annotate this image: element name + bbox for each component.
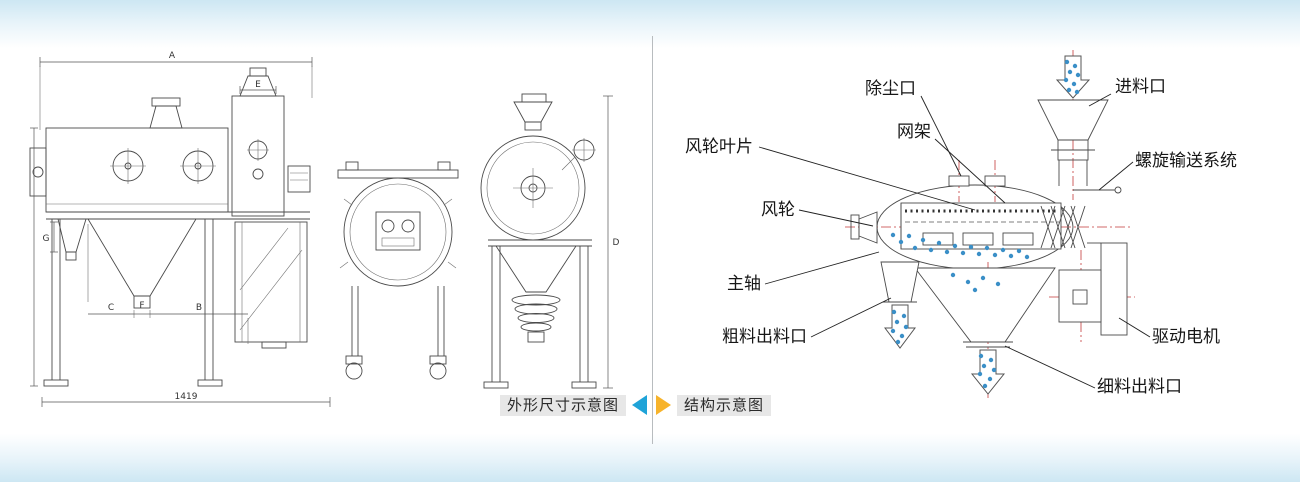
panel-divider [652, 36, 653, 444]
label-impeller: 风轮 [761, 200, 795, 219]
structure-labels: 除尘口 进料口 风轮叶片 网架 螺旋输送系统 风轮 主轴 粗料出料口 驱动电机 … [685, 77, 1237, 396]
svg-text:D: D [613, 238, 620, 248]
label-coarse-outlet: 粗料出料口 [722, 327, 807, 346]
caption-structure: 结构示意图 [656, 394, 772, 416]
label-dust-port: 除尘口 [865, 79, 916, 98]
coarse-outlet-chute [880, 261, 920, 303]
fine-outlet-cone [914, 267, 1056, 348]
svg-text:1419: 1419 [175, 392, 198, 402]
caption-left-text: 外形尺寸示意图 [499, 394, 626, 416]
label-mesh-frame: 网架 [897, 122, 931, 141]
shaft-nose [858, 211, 878, 244]
coarse-arrow [884, 304, 916, 349]
outline-dimension-panel: A [29, 51, 647, 416]
label-fine-outlet: 细料出料口 [1097, 377, 1182, 396]
label-screw-conveyor: 螺旋输送系统 [1135, 151, 1237, 170]
mesh-frame-segment [962, 232, 994, 246]
dim-1419: 1419 [41, 392, 331, 407]
label-impeller-blades: 风轮叶片 [685, 137, 753, 156]
dim-G: G [43, 221, 58, 253]
screw-conveyor-helix [1040, 205, 1086, 249]
material-particles [890, 59, 1081, 389]
label-main-shaft: 主轴 [727, 274, 761, 293]
outline-drawing: A [29, 51, 620, 407]
svg-text:C: C [108, 303, 114, 313]
feed-arrow [1055, 55, 1091, 99]
side-view [337, 161, 459, 380]
caption-right-text: 结构示意图 [677, 394, 772, 416]
svg-text:B: B [196, 303, 202, 313]
right-arrow-icon [656, 395, 671, 415]
svg-text:A: A [169, 51, 176, 61]
svg-text:F: F [139, 301, 144, 311]
caption-outline-dimension: 外形尺寸示意图 [499, 394, 647, 416]
leader-lines [758, 93, 1151, 389]
svg-text:G: G [43, 234, 50, 244]
fine-arrow [970, 349, 1006, 395]
dim-CFB: C F B [87, 224, 249, 344]
label-drive-motor: 驱动电机 [1152, 327, 1220, 346]
feed-hopper [1037, 99, 1109, 186]
label-feed-inlet: 进料口 [1115, 77, 1166, 96]
drive-motor-assembly [1058, 242, 1128, 336]
left-arrow-icon [632, 395, 647, 415]
machine-body [850, 99, 1128, 348]
dust-port-stub [984, 175, 1006, 187]
dust-port-stub [948, 175, 970, 187]
svg-text:E: E [255, 80, 261, 90]
dim-E: E [239, 80, 277, 94]
end-view: D [480, 93, 620, 389]
flow-arrows [884, 55, 1091, 395]
structure-panel: 除尘口 进料口 风轮叶片 网架 螺旋输送系统 风轮 主轴 粗料出料口 驱动电机 … [653, 0, 1300, 482]
structure-diagram: 除尘口 进料口 风轮叶片 网架 螺旋输送系统 风轮 主轴 粗料出料口 驱动电机 … [685, 50, 1237, 400]
dim-D: D [603, 95, 620, 389]
front-view: A [29, 51, 331, 407]
dim-A: A [39, 51, 313, 130]
mesh-frame-segment [1002, 232, 1034, 246]
